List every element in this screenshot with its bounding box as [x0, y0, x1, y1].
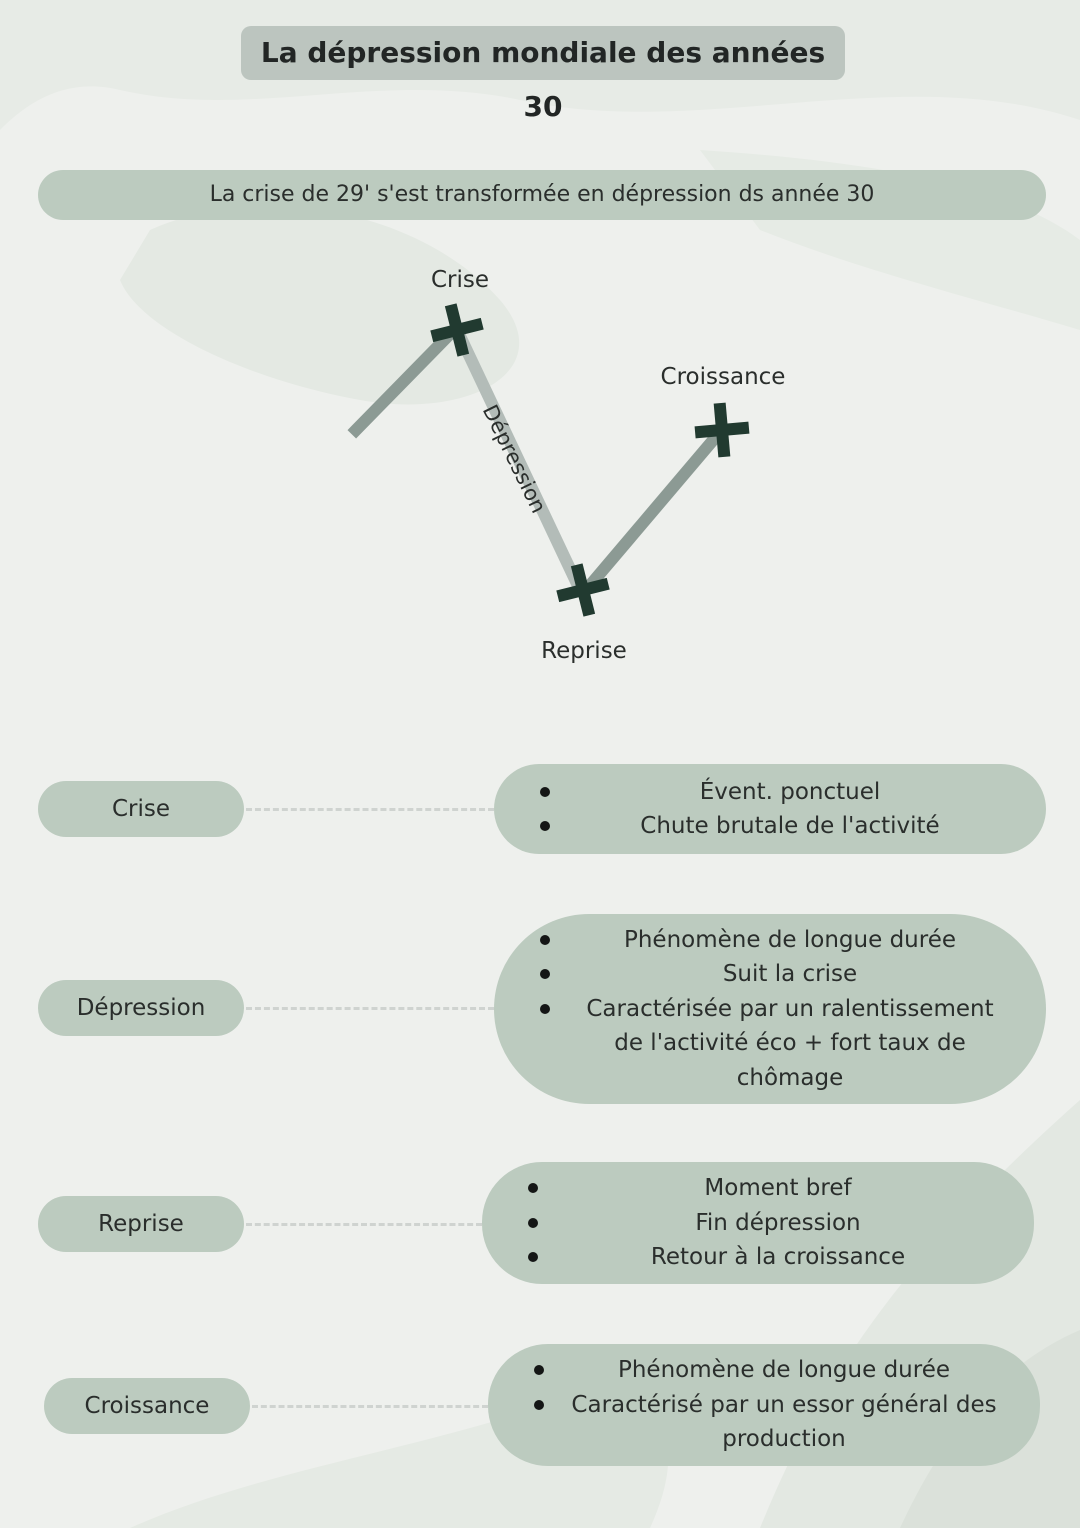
bullet-icon	[540, 821, 550, 831]
row-label-croissance: Croissance	[44, 1378, 250, 1434]
bullet-icon	[540, 786, 550, 797]
desc-box-depression: Phénomène de longue durée Suit la crise …	[494, 914, 1046, 1104]
connector-reprise	[246, 1223, 482, 1226]
croissance-marker-icon	[694, 402, 750, 458]
bullet-icon	[540, 969, 550, 980]
desc-box-crise: Évent. ponctuel Chute brutale de l'activ…	[494, 764, 1046, 854]
reprise-to-croissance-line	[581, 428, 725, 594]
bullet-icon	[528, 1217, 538, 1228]
reprise-marker-icon	[556, 563, 610, 617]
row-label-depression: Dépression	[38, 980, 244, 1036]
list-item: Suit la crise	[494, 957, 1046, 992]
depression-segment-label: Dépression	[478, 401, 551, 517]
list-item: Phénomène de longue durée	[488, 1353, 1040, 1388]
bullet-icon	[540, 934, 550, 945]
bullet-icon	[528, 1183, 538, 1194]
bullet-icon	[534, 1365, 544, 1376]
list-item: Évent. ponctuel	[494, 775, 1046, 810]
connector-crise	[246, 808, 494, 811]
connector-croissance	[252, 1405, 488, 1408]
list-item: Fin dépression	[482, 1206, 1034, 1241]
list-item: Moment bref	[482, 1171, 1034, 1206]
depression-line	[454, 333, 586, 593]
list-item: Chute brutale de l'activité	[494, 809, 1046, 844]
list-item: Phénomène de longue durée	[494, 923, 1046, 958]
bullet-icon	[534, 1399, 544, 1410]
connector-depression	[246, 1007, 494, 1010]
rise-to-crise-line	[347, 323, 461, 439]
row-label-reprise: Reprise	[38, 1196, 244, 1252]
economic-cycle-diagram: Dépression Crise Croissance Reprise	[347, 267, 786, 664]
desc-box-reprise: Moment bref Fin dépression Retour à la c…	[482, 1162, 1034, 1284]
list-item: Caractérisée par un ralentissement de l'…	[494, 992, 1046, 1096]
bullet-icon	[528, 1252, 538, 1263]
crise-point-label: Crise	[431, 267, 489, 293]
subtitle-banner: La crise de 29' s'est transformée en dép…	[38, 170, 1046, 220]
reprise-point-label: Reprise	[541, 638, 627, 664]
croissance-point-label: Croissance	[661, 364, 786, 390]
list-item: Caractérisé par un essor général des pro…	[488, 1388, 1040, 1457]
bullet-icon	[540, 1003, 550, 1014]
desc-box-croissance: Phénomène de longue durée Caractérisé pa…	[488, 1344, 1040, 1466]
list-item: Retour à la croissance	[482, 1240, 1034, 1275]
row-label-crise: Crise	[38, 781, 244, 837]
crise-marker-icon	[430, 303, 484, 357]
page-title: La dépression mondiale des années 30	[241, 26, 845, 123]
